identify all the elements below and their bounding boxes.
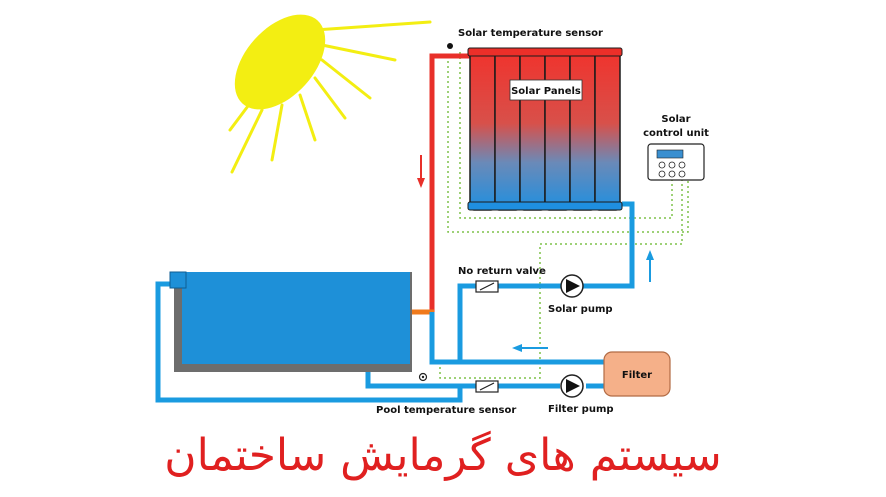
- pool-sensor-icon: [418, 372, 428, 382]
- filter-pump-icon: [560, 374, 584, 398]
- solar-pump-label: Solar pump: [548, 304, 613, 315]
- arrow-up-icon: [646, 250, 654, 282]
- page-title: سیستم های گرمایش ساختمان: [164, 430, 721, 481]
- control-unit-label-line2: control unit: [643, 128, 709, 139]
- solar-panels: Solar Panels: [467, 47, 623, 211]
- valve-icon: [475, 280, 499, 293]
- control-unit-label-line1: Solar: [661, 114, 690, 125]
- solar-sensor-icon: [447, 43, 453, 49]
- solar-panels-label: Solar Panels: [511, 86, 581, 97]
- sensor-wiring: [439, 52, 689, 379]
- filter-unit: Filter: [603, 351, 671, 397]
- valve-icon-lower: [475, 380, 499, 393]
- solar-sensor-label: Solar temperature sensor: [458, 28, 603, 39]
- arrow-down-icon: [417, 155, 425, 188]
- pool: [169, 271, 412, 372]
- pool-sensor-label: Pool temperature sensor: [376, 405, 516, 416]
- filter-pump-label: Filter pump: [548, 404, 614, 415]
- arrow-left-icon: [512, 344, 548, 352]
- solar-pump-icon: [560, 274, 584, 298]
- no-return-valve-label: No return valve: [458, 266, 546, 277]
- sun-icon: [228, 14, 432, 174]
- filter-label: Filter: [622, 370, 652, 381]
- control-unit-icon: [647, 143, 705, 181]
